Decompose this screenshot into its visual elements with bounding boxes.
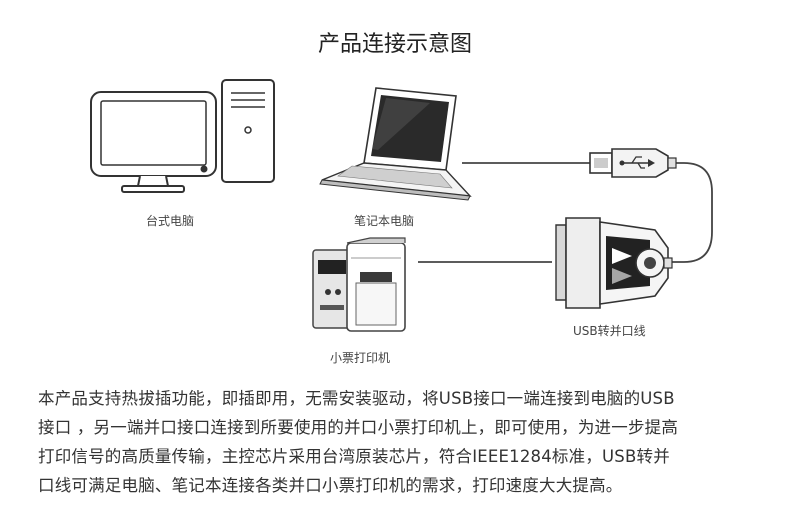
laptop-label: 笔记本电脑 (354, 214, 415, 228)
description-line: 接口 ，另一端并口接口连接到所要使用的并口小票打印机上，即可使用，为进一步提高 (38, 418, 679, 437)
usb-connector-icon (589, 148, 677, 178)
cable-label: USB转并口线 (573, 324, 646, 338)
description-line: 口线可满足电脑、笔记本连接各类并口小票打印机的需求，打印速度大大提高。 (38, 476, 623, 495)
receipt-printer-icon (312, 237, 406, 332)
desktop-computer-icon (90, 79, 275, 193)
parallel-adapter-icon (555, 217, 673, 309)
page-title: 产品连接示意图 (317, 32, 472, 57)
printer-label: 小票打印机 (330, 351, 391, 365)
product-description: 本产品支持热拔插功能，即插即用，无需安装驱动，将USB接口一端连接到电脑的USB… (38, 384, 758, 500)
connection-diagram (90, 79, 713, 332)
description-line: 本产品支持热拔插功能，即插即用，无需安装驱动，将USB接口一端连接到电脑的USB (38, 389, 675, 408)
laptop-icon (319, 87, 472, 201)
cable-lines (418, 162, 713, 263)
description-line: 打印信号的高质量传输，主控芯片采用台湾原装芯片，符合IEEE1284标准，USB… (38, 447, 670, 466)
desktop-label: 台式电脑 (146, 214, 195, 228)
